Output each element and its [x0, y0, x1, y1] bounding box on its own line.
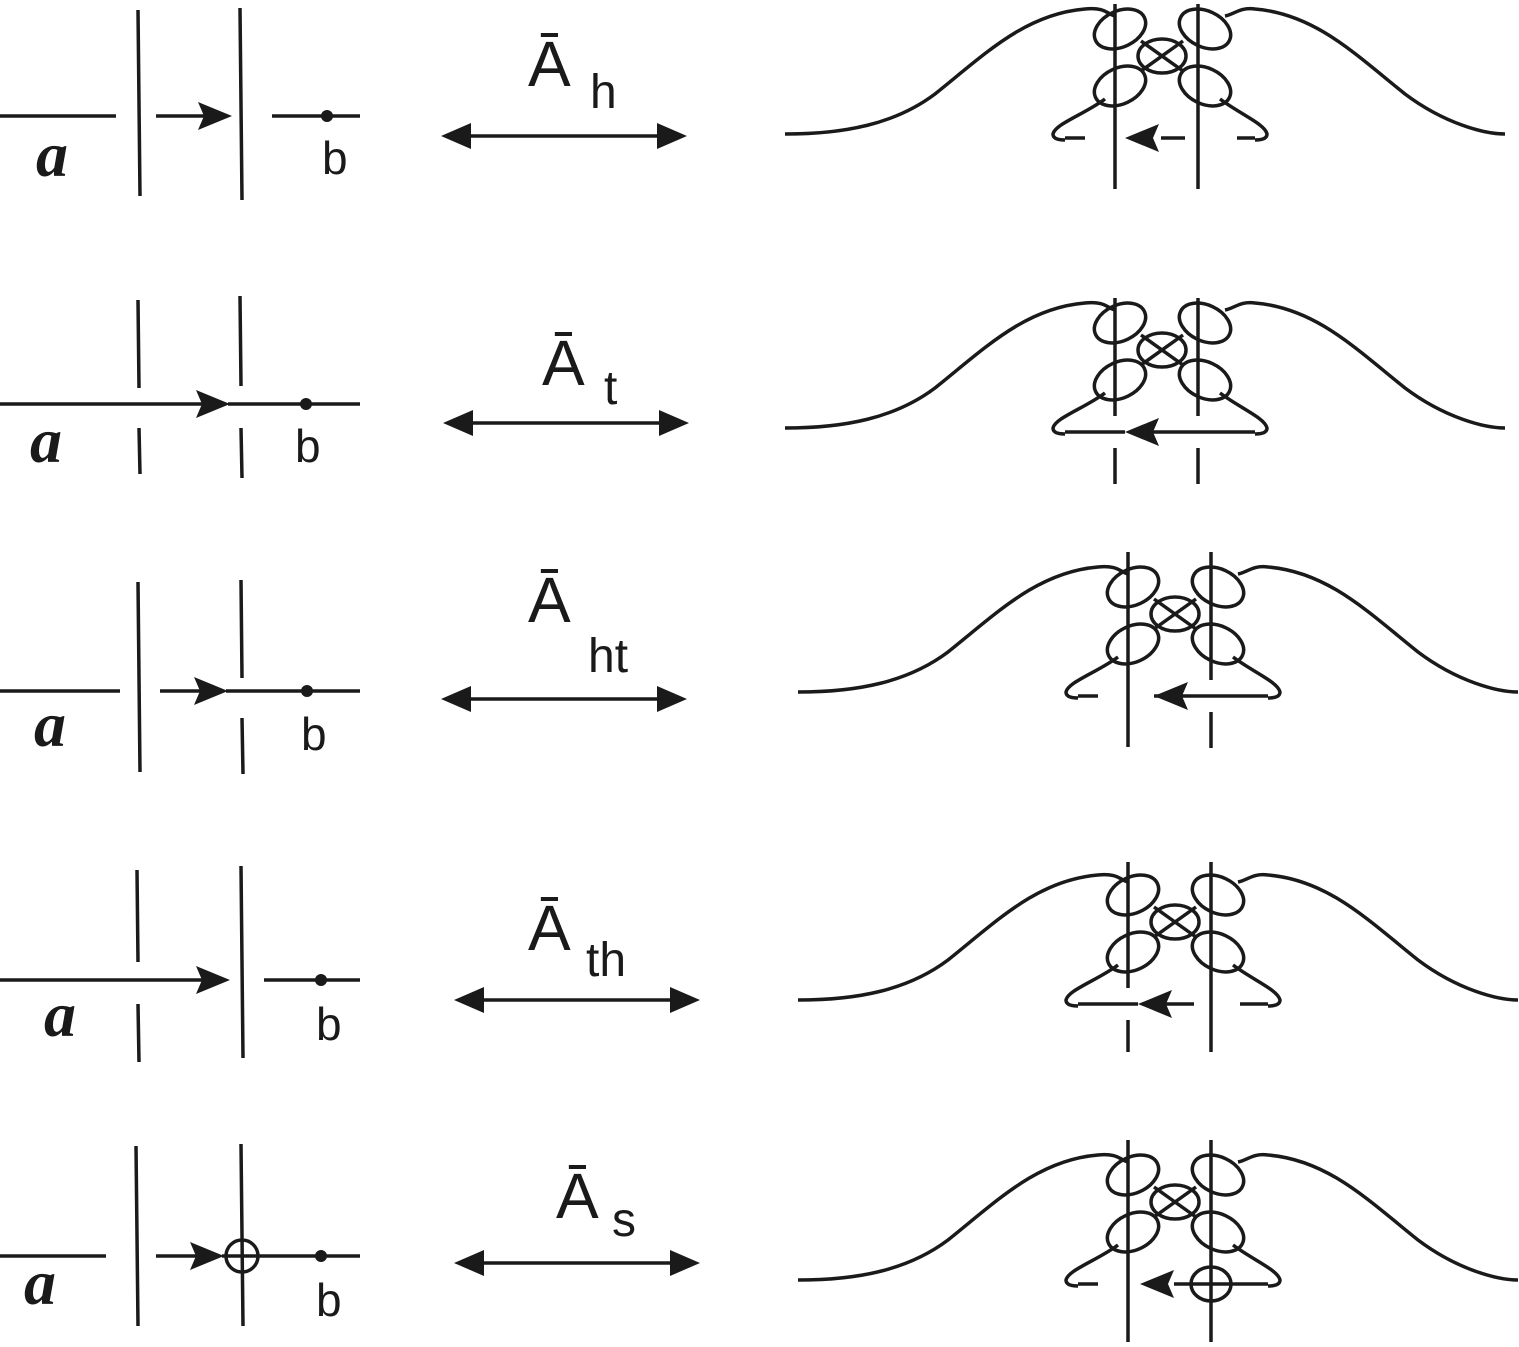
point-label: b: [316, 1274, 342, 1326]
arc-label: a: [44, 979, 76, 1050]
arrowhead-icon: [1125, 418, 1159, 446]
double-arrow-icon: [441, 408, 691, 438]
point-marker: [300, 398, 312, 410]
move-arrow-s: Ā s: [452, 1160, 702, 1278]
left-diagram-h: a b: [0, 7, 360, 201]
left-diagram-ht: a b: [0, 579, 360, 775]
left-diagram-s: a b: [0, 1143, 360, 1327]
arrowhead-icon: [198, 102, 232, 130]
point-label: b: [295, 420, 321, 472]
point-label: b: [316, 998, 342, 1050]
move-letter: Ā: [528, 28, 571, 100]
move-subscript: ht: [588, 630, 628, 683]
move-letter: Ā: [556, 1160, 599, 1232]
row-ht: a b Ā ht: [0, 552, 1519, 775]
arrowhead-icon: [1138, 990, 1172, 1018]
move-letter: Ā: [542, 327, 585, 399]
point-label: b: [322, 132, 348, 184]
arrowhead-icon: [190, 1242, 224, 1270]
right-diagram-h: [783, 0, 1507, 189]
virtual-crossing-icon: [224, 1238, 260, 1274]
row-th: a b Ā th: [0, 862, 1519, 1063]
right-diagram-ht: [796, 552, 1519, 748]
double-arrow-icon: [439, 684, 689, 714]
move-letter: Ā: [528, 892, 571, 964]
move-letter: Ā: [528, 564, 571, 636]
right-diagram-t: [783, 293, 1507, 484]
arc-label: a: [36, 119, 68, 190]
row-h: a b Ā h: [0, 0, 1507, 201]
right-diagram-th: [796, 862, 1519, 1052]
move-subscript: t: [604, 362, 617, 415]
arc-label: a: [30, 405, 62, 476]
arrowhead-icon: [196, 390, 230, 418]
left-diagram-th: a b: [0, 865, 360, 1063]
right-diagram-s: [796, 1140, 1519, 1342]
point-marker: [321, 110, 333, 122]
double-arrow-icon: [439, 121, 689, 151]
move-arrow-th: Ā th: [452, 892, 702, 1015]
arrowhead-icon: [196, 966, 230, 994]
move-subscript: s: [612, 1194, 636, 1247]
double-arrow-icon: [452, 1248, 702, 1278]
move-arrow-t: Ā t: [441, 327, 691, 438]
row-t: a b Ā t: [0, 293, 1507, 484]
move-arrow-ht: Ā ht: [439, 564, 689, 714]
point-marker: [301, 685, 313, 697]
double-arrow-icon: [452, 985, 702, 1015]
point-marker: [315, 974, 327, 986]
arrowhead-icon: [1154, 682, 1188, 710]
move-subscript: th: [586, 934, 626, 987]
point-label: b: [301, 708, 327, 760]
arc-label: a: [24, 1247, 56, 1318]
point-marker: [315, 1250, 327, 1262]
virtual-crossing-icon: [1189, 1265, 1233, 1303]
row-s: a b Ā s: [0, 1140, 1519, 1342]
left-diagram-t: a b: [0, 295, 360, 479]
arrowhead-icon: [1140, 1270, 1174, 1298]
move-subscript: h: [590, 66, 617, 119]
arrowhead-icon: [1125, 124, 1159, 152]
move-arrow-h: Ā h: [439, 28, 689, 151]
arc-label: a: [34, 689, 66, 760]
arrowhead-icon: [194, 677, 228, 705]
